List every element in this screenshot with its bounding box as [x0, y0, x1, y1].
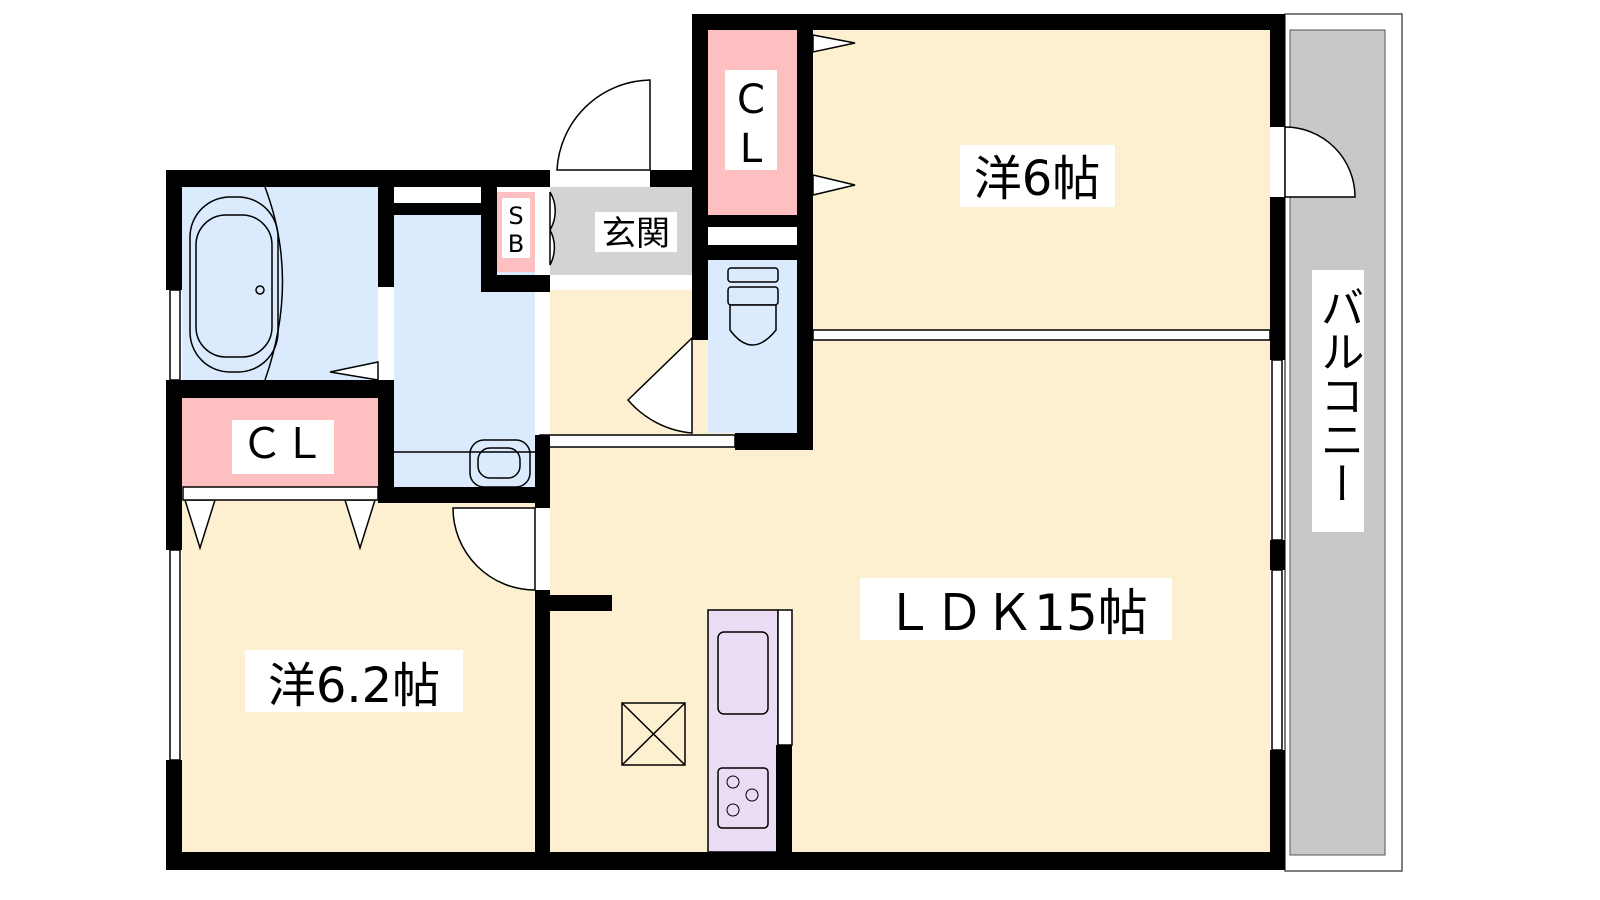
storage-box-icon	[621, 702, 686, 766]
toilet	[708, 260, 797, 433]
sink-icon	[717, 631, 769, 715]
toilet-icon	[727, 267, 779, 346]
kitchen	[707, 609, 793, 853]
room-label-ldk: ＬＤＫ15帖	[884, 584, 1148, 642]
bathroom	[182, 187, 378, 380]
closet-top-label-c: C	[737, 77, 765, 123]
stove-icon	[717, 767, 769, 829]
closet-left-label: ＣＬ	[241, 419, 325, 468]
balcony-label: バルコニー	[1313, 285, 1364, 505]
bathtub-icon	[189, 186, 284, 381]
closet-top-label-l: L	[740, 126, 763, 172]
room-label-western-6-2: 洋6.2帖	[268, 658, 440, 714]
room-label-entrance: 玄関	[602, 214, 670, 254]
room-label-western-6: 洋6帖	[974, 151, 1101, 207]
walls	[166, 14, 1285, 870]
shoe-box-label-s: S	[508, 202, 523, 230]
shoe-box-label-b: B	[508, 230, 524, 258]
